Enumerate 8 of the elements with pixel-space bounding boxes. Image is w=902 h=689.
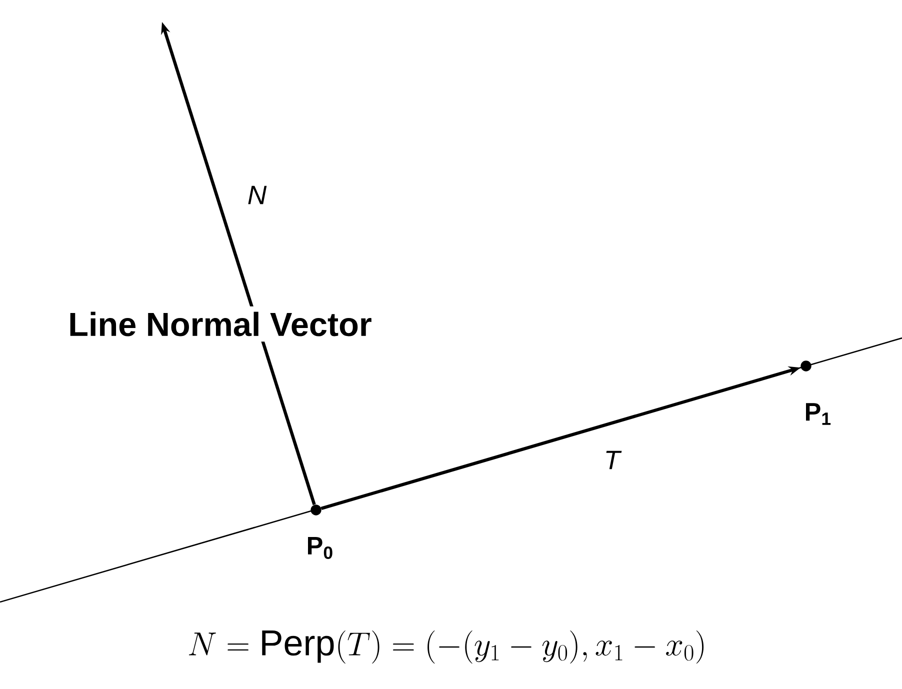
point-dot bbox=[310, 504, 322, 516]
point-dot bbox=[800, 360, 812, 372]
heading: Line Normal Vector bbox=[62, 306, 378, 342]
vector-label: T bbox=[601, 448, 623, 472]
point-label: P$_{0}$ bbox=[308, 537, 332, 560]
vector-label: N bbox=[244, 183, 270, 207]
point-label: P$_{1}$ bbox=[806, 403, 831, 425]
formula: $N = \mathrm{Perp}(T) = (-(y_1 - y_0), x_1 - x_0)$ bbox=[188, 630, 704, 664]
